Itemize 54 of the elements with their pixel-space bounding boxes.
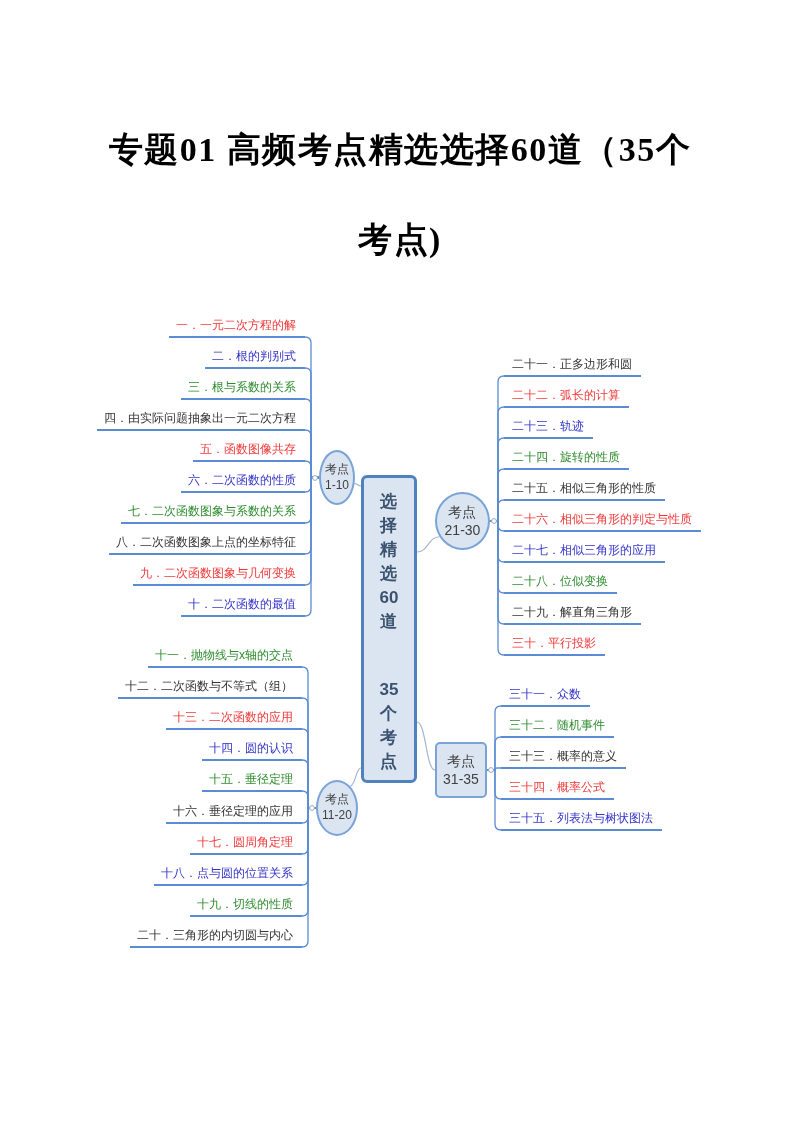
subtopic-label: 二十二．弧长的计算: [504, 384, 629, 408]
subtopic-label: 十．二次函数的最值: [181, 593, 305, 617]
subtopic-label: 十六．垂径定理的应用: [166, 800, 302, 824]
subtopic-label: 一．一元二次方程的解: [169, 314, 305, 338]
group-label: 考点 21-30: [443, 502, 482, 540]
subtopic-label: 二十八．位似变换: [504, 570, 617, 594]
subtopic-label: 八．二次函数图象上点的坐标特征: [109, 531, 305, 555]
subtopic-label: 二十九．解直角三角形: [504, 601, 641, 625]
central-heading: 35个考点: [378, 679, 400, 773]
subtopic-label: 六．二次函数的性质: [181, 469, 305, 493]
branch-line: [304, 476, 320, 617]
page-title: 专题01 高频考点精选选择60道（35个考点): [107, 130, 693, 260]
subtopic-label: 十二．二次函数与不等式（组）: [118, 675, 302, 699]
subtopic-label: 七．二次函数图象与系数的关系: [121, 500, 305, 524]
subtopic-label: 二十六．相似三角形的判定与性质: [504, 508, 701, 532]
subtopic-label: 二十四．旋转的性质: [504, 446, 629, 470]
subtopic-label: 三十四．概率公式: [501, 776, 614, 800]
branch-line: [349, 767, 362, 787]
subtopic-label: 五．函数图像共存: [193, 438, 305, 462]
group-label: 考点 1-10: [324, 461, 350, 494]
subtopic-label: 二十五．相似三角形的性质: [504, 477, 665, 501]
subtopic-label: 十一．抛物线与x轴的交点: [148, 644, 302, 668]
subtopic-label: 十四．圆的认识: [202, 737, 302, 761]
branch-line: [416, 536, 440, 553]
subtopic-label: 二十七．相似三角形的应用: [504, 539, 665, 563]
subtopic-label: 三十二．随机事件: [501, 714, 614, 738]
group-card: [435, 742, 487, 798]
branch-line: [489, 520, 505, 656]
subtopic-label: 四．由实际问题抽象出一元二次方程: [97, 407, 305, 431]
branch-line: [301, 807, 317, 948]
subtopic-label: 二十三．轨迹: [504, 415, 593, 439]
subtopic-label: 三十三．概率的意义: [501, 745, 626, 769]
group-bubble: [316, 780, 358, 836]
subtopic-label: 十五．垂径定理: [202, 768, 302, 792]
central-heading: 选择精选60道: [378, 491, 400, 633]
subtopic-label: 十九．切线的性质: [190, 893, 302, 917]
subtopic-label: 十三．二次函数的应用: [166, 706, 302, 730]
group-label: 考点 31-35: [442, 751, 480, 789]
subtopic-label: 二十一．正多边形和圆: [504, 353, 641, 377]
central-panel: [361, 475, 417, 783]
subtopic-label: 三．根与系数的关系: [181, 376, 305, 400]
subtopic-label: 二．根的判别式: [205, 345, 305, 369]
subtopic-label: 二十．三角形的内切圆与内心: [130, 924, 302, 948]
subtopic-label: 十七．圆周角定理: [190, 831, 302, 855]
subtopic-label: 十八．点与圆的位置关系: [154, 862, 302, 886]
subtopic-label: 三十五．列表法与树状图法: [501, 807, 662, 831]
branch-line: [416, 721, 436, 771]
subtopic-label: 三十．平行投影: [504, 632, 605, 656]
branch-line: [353, 483, 362, 487]
branch-line: [486, 769, 502, 831]
subtopic-label: 九．二次函数图象与几何变换: [133, 562, 305, 586]
group-label: 考点 11-20: [321, 792, 353, 824]
subtopic-label: 三十一．众数: [501, 683, 590, 707]
group-bubble: [319, 450, 355, 505]
